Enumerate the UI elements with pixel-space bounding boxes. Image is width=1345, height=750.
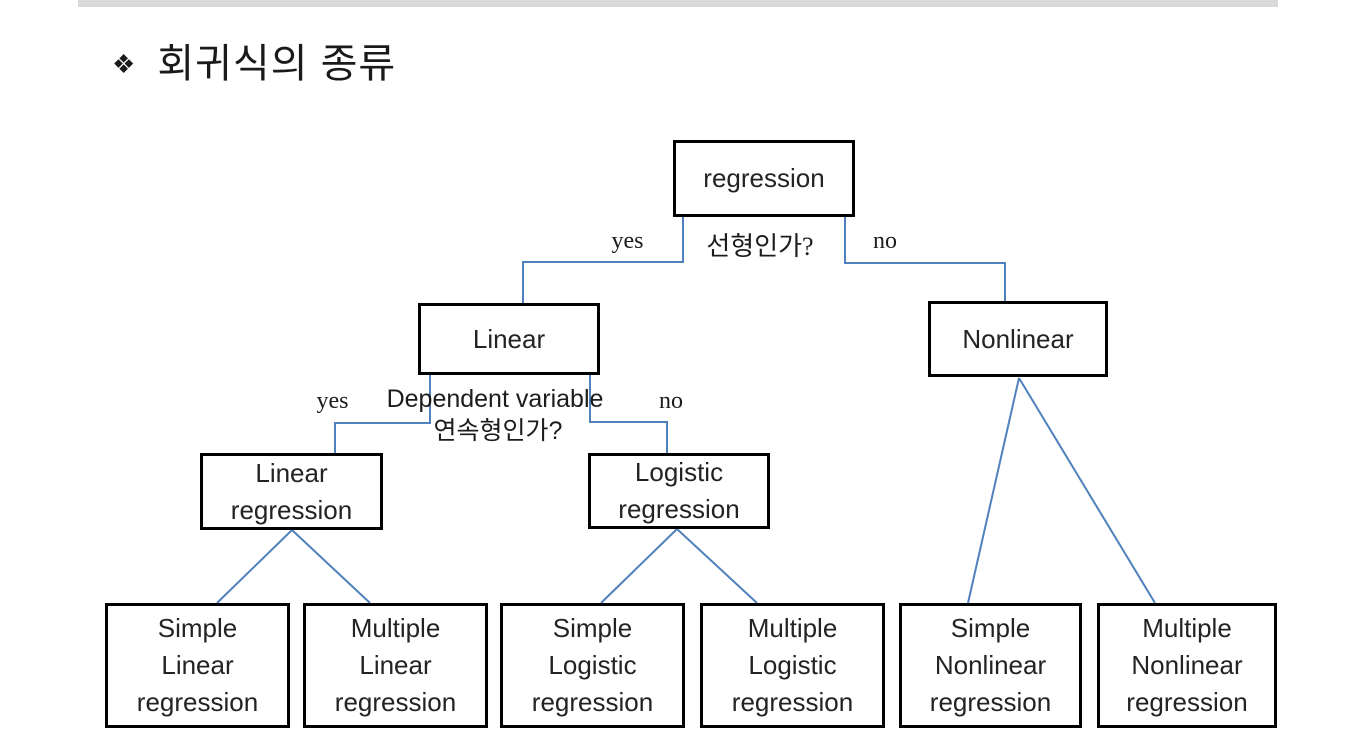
node-linear-regression: Linear regression	[200, 453, 383, 530]
edge-label-root-no: no	[873, 228, 897, 254]
edge-nonlinear-to-simple-nonlinear	[967, 377, 1020, 604]
edge-logreg-to-simple-logistic	[600, 528, 678, 604]
edge-root-to-linear	[522, 217, 684, 303]
node-linear: Linear	[418, 303, 600, 375]
title-bullet-icon: ❖	[112, 49, 136, 79]
node-nonlinear: Nonlinear	[928, 301, 1108, 377]
edge-nonlinear-to-multiple-nonlinear	[1018, 377, 1156, 604]
node-multiple-linear-regression: Multiple Linear regression	[303, 603, 488, 728]
node-simple-linear-regression: Simple Linear regression	[105, 603, 290, 728]
edge-linreg-to-simple-linear	[216, 529, 293, 604]
edge-linreg-to-multiple-linear	[291, 529, 371, 604]
edge-logreg-to-multiple-logistic	[676, 528, 758, 604]
node-multiple-nonlinear-regression: Multiple Nonlinear regression	[1097, 603, 1277, 728]
slide-title: ❖ 회귀식의 종류	[112, 44, 396, 84]
edge-label-root-yes: yes	[611, 228, 644, 254]
node-regression: regression	[673, 140, 855, 217]
edge-label-linear-question-line1: Dependent variable	[386, 385, 604, 413]
edge-linear-to-logistic-regression	[589, 375, 668, 453]
node-multiple-logistic-regression: Multiple Logistic regression	[700, 603, 885, 728]
edge-label-root-question: 선형인가?	[706, 232, 814, 261]
node-simple-nonlinear-regression: Simple Nonlinear regression	[899, 603, 1082, 728]
node-simple-logistic-regression: Simple Logistic regression	[500, 603, 685, 728]
edge-label-linear-no: no	[659, 388, 683, 414]
edge-label-linear-yes: yes	[316, 388, 349, 414]
node-logistic-regression: Logistic regression	[588, 453, 770, 529]
title-text: 회귀식의 종류	[157, 42, 397, 86]
top-accent-bar	[78, 0, 1278, 7]
edge-root-to-nonlinear	[844, 217, 1006, 301]
edge-label-linear-question-line2: 연속형인가?	[433, 417, 563, 445]
edge-linear-to-linear-regression	[334, 375, 431, 453]
